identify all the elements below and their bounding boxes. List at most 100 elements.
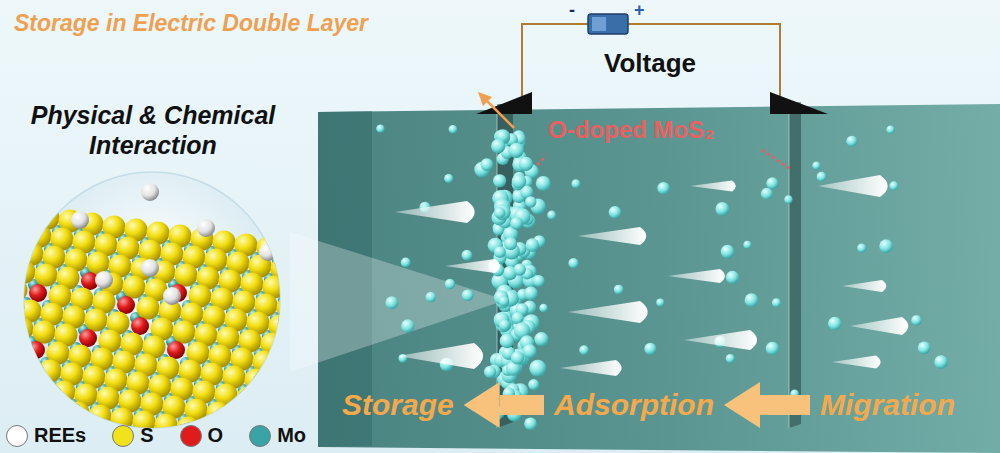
mo-atom	[236, 441, 248, 453]
s-atom	[35, 264, 58, 287]
ree-ion	[534, 332, 548, 346]
ree-ion	[484, 366, 496, 378]
s-atom	[21, 243, 44, 266]
s-atom	[0, 201, 16, 224]
legend-text: Mo	[277, 424, 306, 447]
ree-ion	[500, 334, 515, 349]
mo-atom	[330, 282, 342, 294]
s-atom	[0, 297, 20, 320]
ree-ion	[715, 202, 729, 216]
ree-ion	[495, 204, 511, 220]
ree-ion	[511, 351, 524, 364]
ree-ion	[879, 239, 893, 253]
wire	[522, 24, 780, 96]
s-atom	[277, 297, 300, 320]
s-atom	[0, 219, 8, 242]
polarity-sign: +	[634, 0, 645, 22]
o-atom	[131, 317, 149, 335]
s-atom	[3, 336, 26, 359]
legend-item: REEs	[6, 424, 86, 447]
ree-ion	[445, 279, 455, 289]
migration-arrow	[568, 301, 648, 323]
s-atom	[19, 300, 42, 323]
ree-ion	[528, 379, 539, 390]
ree-atom	[163, 287, 181, 305]
ree-ion	[721, 245, 735, 259]
ree-atom	[141, 183, 159, 201]
ree-ion	[726, 354, 735, 363]
mo-atom	[4, 333, 16, 345]
ree-ion	[828, 317, 842, 331]
material-label: O-doped MoS₂	[548, 116, 715, 145]
process-step: Storage	[338, 386, 458, 424]
leader-line	[486, 100, 514, 128]
ree-ion	[657, 182, 669, 194]
s-atom	[207, 402, 230, 425]
mo-atom	[0, 312, 2, 324]
mos2-lattice	[0, 183, 350, 453]
ree-ion	[519, 157, 533, 171]
mo-atom	[32, 375, 44, 387]
legend-item: S	[112, 424, 153, 447]
mo-atom	[308, 279, 320, 291]
mo-atom	[306, 336, 318, 348]
ree-ion	[385, 296, 398, 309]
ree-ion	[846, 136, 857, 147]
ree-ion	[522, 344, 536, 358]
ree-ion	[812, 161, 820, 169]
ree-ion	[539, 304, 547, 312]
migration-arrow	[445, 259, 500, 273]
ree-ion	[568, 258, 578, 268]
ree-ion	[533, 275, 545, 287]
ree-ion	[504, 237, 517, 250]
mo-atom	[6, 276, 18, 288]
legend-swatch	[112, 425, 134, 447]
s-atom	[67, 402, 90, 425]
ree-ion	[772, 298, 781, 307]
migration-arrow	[668, 269, 725, 283]
ree-ion	[493, 174, 506, 187]
mo-atom	[274, 408, 286, 420]
mo-atom	[260, 387, 272, 399]
ree-ion	[491, 139, 505, 153]
ree-ion	[857, 244, 866, 253]
s-atom	[33, 321, 56, 344]
mo-atom	[16, 411, 28, 423]
ree-ion	[579, 345, 589, 355]
ree-ion	[462, 250, 473, 261]
s-atom	[15, 204, 38, 227]
ree-ion	[449, 125, 458, 134]
mo-atom	[282, 390, 294, 402]
process-step: Migration	[816, 386, 959, 424]
s-atom	[85, 309, 108, 332]
mo-atom	[286, 276, 298, 288]
ree-atom	[259, 243, 277, 261]
ree-ion	[536, 176, 551, 191]
mo-atom	[2, 390, 14, 402]
mo-atom	[0, 351, 8, 363]
ree-ion	[524, 286, 538, 300]
legend-swatch	[6, 425, 28, 447]
mo-atom	[18, 354, 30, 366]
s-atom	[299, 300, 322, 323]
legend-swatch	[249, 425, 271, 447]
ree-ion	[376, 124, 384, 132]
legend-text: REEs	[34, 424, 86, 447]
legend-item: O	[180, 424, 224, 447]
legend-item: Mo	[249, 424, 306, 447]
migration-arrow	[818, 175, 888, 197]
callout-title: Storage in Electric Double Layer	[14, 10, 368, 38]
mo-atom	[230, 402, 242, 414]
s-atom	[5, 279, 28, 302]
ree-atom	[71, 211, 89, 229]
ree-ion	[494, 246, 506, 258]
legend-swatch	[180, 425, 202, 447]
s-atom	[259, 390, 282, 413]
s-atom	[37, 207, 60, 230]
s-atom	[137, 297, 160, 320]
s-atom	[31, 378, 54, 401]
mo-atom	[14, 258, 26, 270]
ree-ion	[614, 285, 624, 295]
